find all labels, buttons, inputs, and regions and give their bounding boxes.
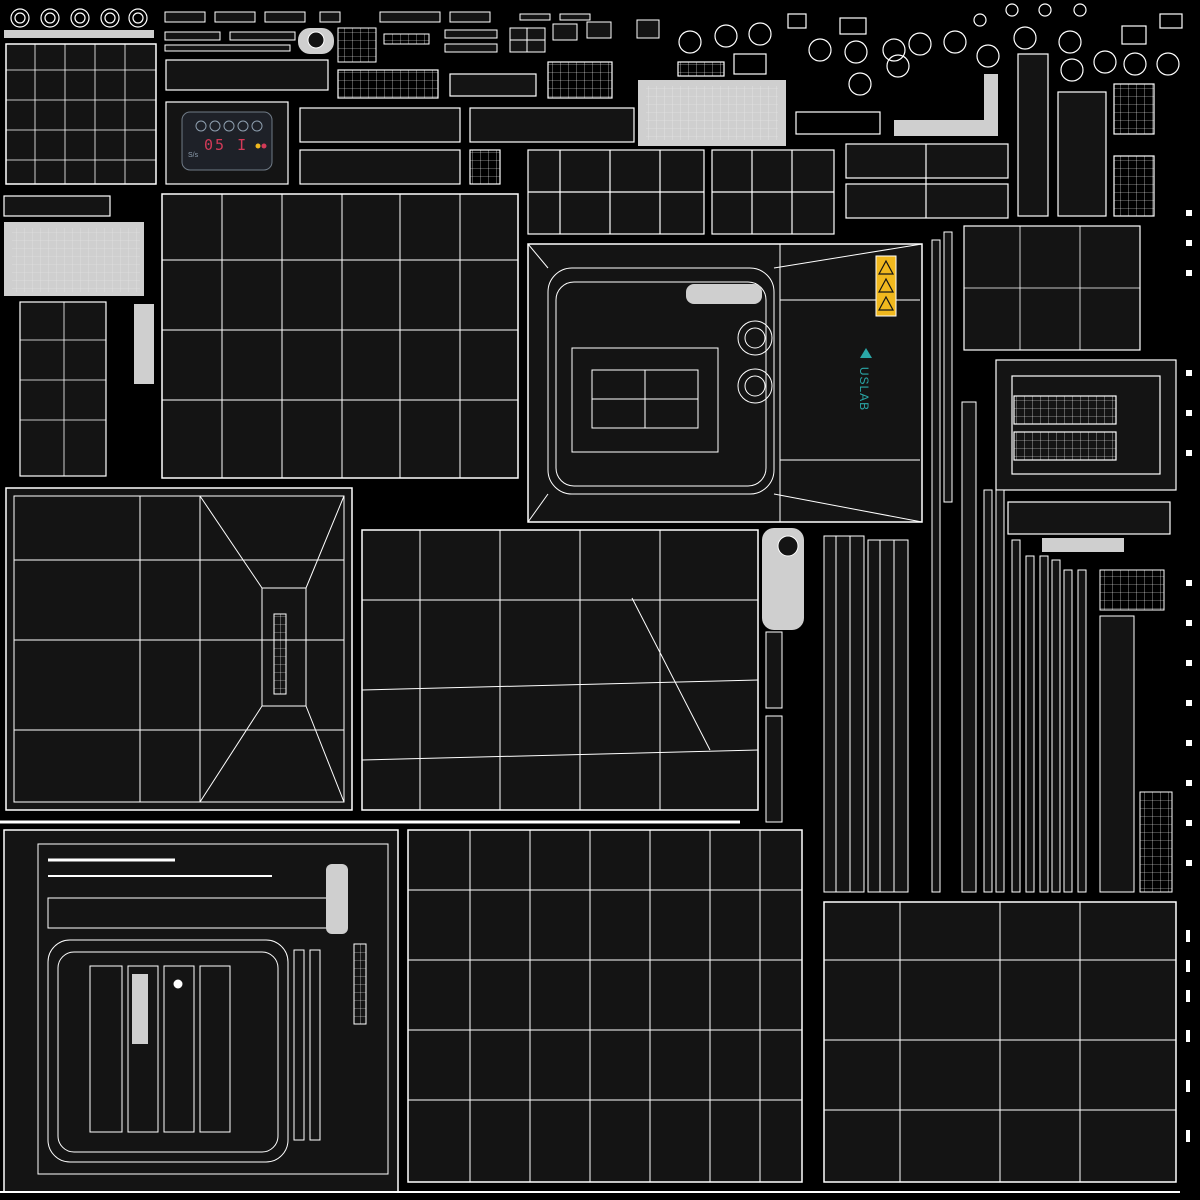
warning-triangle-icon — [877, 295, 895, 311]
uv-island-perspective-panel — [5, 487, 353, 811]
uv-island-bottom-center-grid — [407, 829, 803, 1183]
uv-island-top-right-parts — [677, 3, 1183, 217]
uv-island-bottom-left-panel — [0, 820, 740, 1193]
uv-island-upper-frames — [527, 143, 1009, 235]
uslab-logo: USLAB — [848, 348, 884, 416]
uv-island-left-grid — [3, 195, 154, 477]
warning-label-group — [875, 255, 897, 317]
uv-island-bottom-right-grid — [0, 901, 1180, 1193]
uv-island-front-panel — [527, 243, 923, 523]
uv-island-long-bars — [299, 61, 786, 185]
uv-island-right-edge-marks — [1186, 210, 1192, 1142]
uv-island-top-circles — [4, 8, 154, 38]
uv-island-top-strip — [164, 11, 660, 63]
uslab-logo-text: USLAB — [857, 366, 872, 412]
uv-island-center-panel — [361, 529, 759, 811]
uv-island-control-panel — [165, 59, 329, 185]
warning-triangle-icon — [877, 259, 895, 275]
uslab-logo-icon — [860, 348, 872, 358]
uv-island-right-upper — [963, 225, 1177, 552]
warning-triangle-icon — [877, 277, 895, 293]
uv-island-vertical-strips — [762, 231, 1173, 893]
display-small-label: S/s — [188, 152, 199, 159]
display-readout: 05 I — [204, 136, 249, 154]
uv-island-large-square — [161, 193, 519, 479]
uv-island-top-left — [5, 43, 157, 185]
